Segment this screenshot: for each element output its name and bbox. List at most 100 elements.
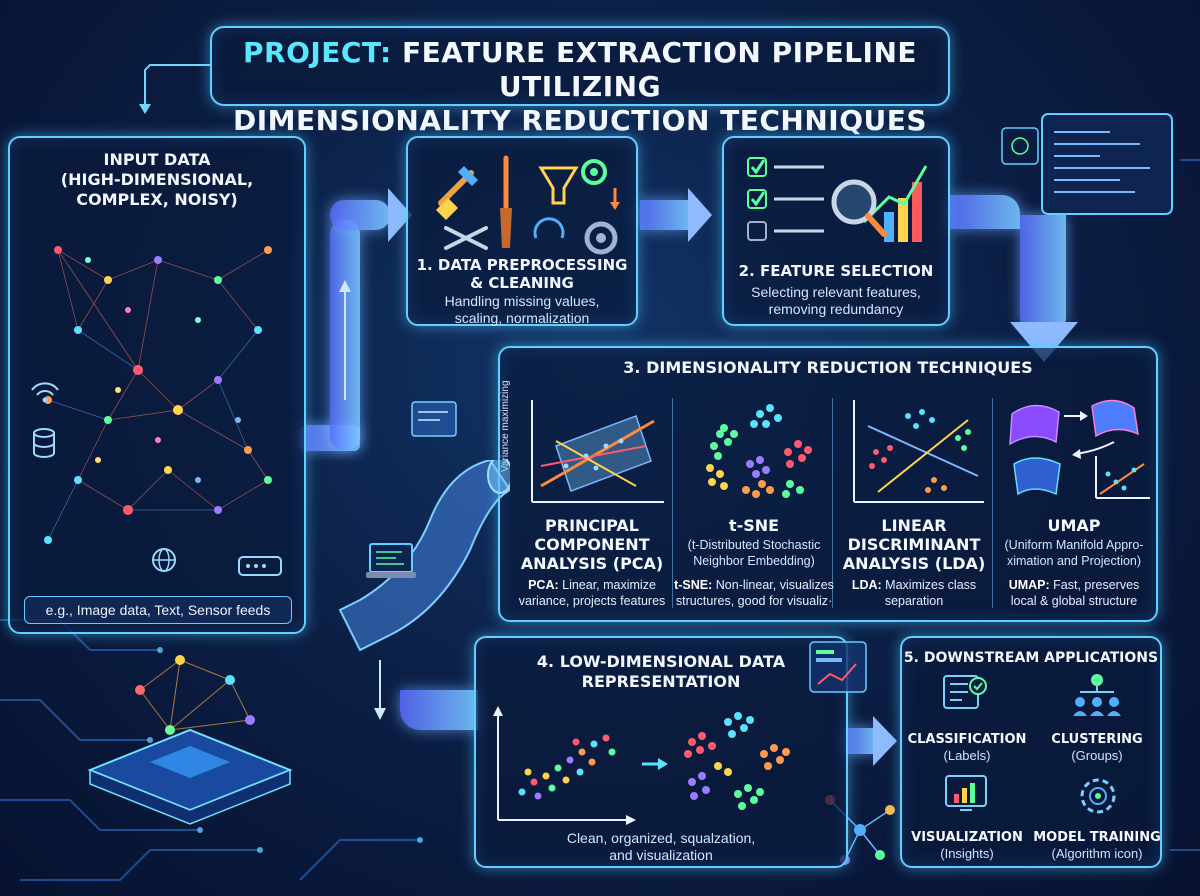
arrowhead-step2 bbox=[688, 188, 712, 242]
technique-lda: LINEAR DISCRIMINANT ANALYSIS (LDA) LDA: … bbox=[834, 390, 994, 612]
arrowhead-step5 bbox=[873, 716, 897, 766]
input-network-graph bbox=[44, 246, 272, 544]
step4-desc-line2: and visualization bbox=[609, 847, 713, 863]
wifi-icon bbox=[31, 382, 59, 403]
separator-3 bbox=[992, 398, 993, 608]
step1-desc-line1: Handling missing values, bbox=[444, 293, 600, 309]
umap-desc-text1: Fast, preserves bbox=[1053, 578, 1140, 592]
flow-step2-right bbox=[950, 195, 1020, 229]
app-classification-label: CLASSIFICATION bbox=[907, 732, 1027, 747]
step5-downstream-panel: 5. DOWNSTREAM APPLICATIONS CLASSIFICATIO… bbox=[900, 636, 1162, 868]
pca-desc-line2: variance, projects features bbox=[518, 594, 666, 608]
step2-selection-panel: 2. FEATURE SELECTION Selecting relevant … bbox=[722, 136, 950, 326]
lda-name-line2: DISCRIMINANT bbox=[847, 535, 981, 554]
pca-desc-line1: PCA: Linear, maximize bbox=[512, 578, 672, 593]
step1-desc-line2: scaling, normalization bbox=[454, 310, 590, 326]
input-examples-box: e.g., Image data, Text, Sensor feeds bbox=[24, 596, 292, 624]
lda-name-line3: ANALYSIS (LDA) bbox=[842, 554, 986, 573]
laptop-icon bbox=[366, 543, 416, 578]
lowdim-scatter bbox=[493, 706, 790, 825]
lda-plot bbox=[853, 400, 984, 503]
step4-lowdim-panel: 4. LOW-DIMENSIONAL DATA REPRESENTATION C… bbox=[474, 636, 848, 868]
umap-manifold bbox=[1009, 399, 1150, 499]
globe-icon bbox=[152, 548, 176, 572]
tsne-full-line1: (t-Distributed Stochastic bbox=[687, 538, 821, 552]
step4-title-line1: 4. LOW-DIMENSIONAL DATA bbox=[536, 652, 786, 671]
app-model-training-label: MODEL TRAINING bbox=[1033, 830, 1161, 845]
page-title: PROJECT: FEATURE EXTRACTION PIPELINE UTI… bbox=[212, 36, 948, 138]
pca-name-line3: ANALYSIS (PCA) bbox=[520, 554, 664, 573]
pca-axis-label: Variance maximizing bbox=[500, 380, 511, 472]
flow-step1-to-step2 bbox=[640, 200, 690, 230]
clustering-icon bbox=[1073, 674, 1121, 716]
lda-desc-line1: LDA: Maximizes class bbox=[834, 578, 994, 593]
tsne-desc-line1: t-SNE: Non-linear, visualizes bbox=[674, 578, 834, 593]
hud-icon bbox=[1001, 127, 1039, 165]
tsne-full-line2: Neighbor Embedding) bbox=[693, 554, 815, 568]
app-clustering-label: CLUSTERING bbox=[1051, 732, 1143, 747]
step2-desc-line1: Selecting relevant features, bbox=[751, 284, 921, 300]
separator-2 bbox=[832, 398, 833, 608]
database-icon bbox=[33, 428, 55, 458]
umap-full-line1: (Uniform Manifold Appro- bbox=[1004, 538, 1144, 552]
data-pipe-graphic bbox=[338, 460, 510, 652]
floating-screen bbox=[411, 401, 457, 437]
technique-pca: Variance maximizing PRINCIPAL COMPONENT … bbox=[500, 380, 672, 612]
pca-desc-text1: Linear, maximize bbox=[562, 578, 656, 592]
pca-desc-bold: PCA: bbox=[528, 578, 559, 592]
step1-title-line1: 1. DATA PREPROCESSING bbox=[416, 256, 628, 274]
title-line1: FEATURE EXTRACTION PIPELINE UTILIZING bbox=[401, 36, 918, 103]
input-examples: e.g., Image data, Text, Sensor feeds bbox=[45, 602, 271, 618]
step2-title: 2. FEATURE SELECTION bbox=[738, 262, 934, 280]
lda-desc-line2: separation bbox=[884, 594, 944, 608]
flow-pipe-to-step4 bbox=[400, 690, 478, 730]
input-title-line2: (HIGH-DIMENSIONAL, bbox=[60, 170, 254, 189]
umap-name: UMAP bbox=[1047, 516, 1101, 535]
app-clustering-sub: (Groups) bbox=[1071, 748, 1123, 763]
pca-plot bbox=[531, 400, 664, 503]
step5-title: 5. DOWNSTREAM APPLICATIONS bbox=[903, 650, 1159, 666]
sensor-device-icon bbox=[238, 556, 282, 576]
tsne-desc-line2: structures, good for visualiz· bbox=[675, 594, 833, 608]
app-visualization-label: VISUALIZATION bbox=[911, 830, 1023, 845]
input-title-line3: COMPLEX, NOISY) bbox=[76, 190, 238, 209]
input-title-line1: INPUT DATA bbox=[103, 150, 211, 169]
umap-desc-line2: local & global structure bbox=[1010, 594, 1138, 608]
technique-umap: UMAP (Uniform Manifold Appro- ximation a… bbox=[994, 390, 1154, 612]
flow-top-to-step1 bbox=[330, 200, 390, 230]
flow-right-down bbox=[1020, 215, 1066, 325]
classification-icon bbox=[943, 675, 987, 709]
lda-desc-text1: Maximizes class bbox=[885, 578, 977, 592]
step4-title-line2: REPRESENTATION bbox=[581, 672, 741, 691]
step4-desc-line1: Clean, organized, squalzation, bbox=[566, 830, 756, 846]
pca-name-line2: COMPONENT bbox=[534, 535, 650, 554]
step2-desc-line2: removing redundancy bbox=[768, 301, 904, 317]
umap-full-line2: ximation and Projection) bbox=[1006, 554, 1142, 568]
step1-title-line2: & CLEANING bbox=[470, 274, 574, 292]
dashboard-screen bbox=[809, 641, 867, 693]
separator-1 bbox=[672, 398, 673, 608]
step3-title: 3. DIMENSIONALITY REDUCTION TECHNIQUES bbox=[623, 358, 1033, 377]
checklist-chart-icon bbox=[747, 157, 928, 242]
step1-preprocessing-panel: 1. DATA PREPROCESSING & CLEANING Handlin… bbox=[406, 136, 638, 326]
app-model-training-sub: (Algorithm icon) bbox=[1051, 846, 1143, 861]
tsne-name: t-SNE bbox=[728, 516, 780, 535]
flow-step4-to-step5 bbox=[845, 728, 875, 754]
app-visualization-sub: (Insights) bbox=[940, 846, 994, 861]
pca-name-line1: PRINCIPAL bbox=[545, 516, 639, 535]
lda-name-line1: LINEAR bbox=[881, 516, 947, 535]
title-panel: PROJECT: FEATURE EXTRACTION PIPELINE UTI… bbox=[210, 26, 950, 137]
umap-desc-bold: UMAP: bbox=[1008, 578, 1050, 592]
title-line2: DIMENSIONALITY REDUCTION TECHNIQUES bbox=[232, 104, 928, 137]
tsne-desc-text1: Non-linear, visualizes bbox=[715, 578, 834, 592]
input-data-panel: INPUT DATA (HIGH-DIMENSIONAL, COMPLEX, N… bbox=[8, 136, 306, 634]
model-training-icon bbox=[1080, 778, 1116, 814]
tsne-clusters bbox=[706, 404, 812, 498]
lda-desc-bold: LDA: bbox=[851, 578, 882, 592]
technique-tsne: t-SNE (t-Distributed Stochastic Neighbor… bbox=[674, 390, 834, 612]
tools-icon bbox=[436, 155, 620, 255]
title-accent: PROJECT: bbox=[242, 36, 392, 69]
umap-desc-line1: UMAP: Fast, preserves bbox=[994, 578, 1154, 593]
